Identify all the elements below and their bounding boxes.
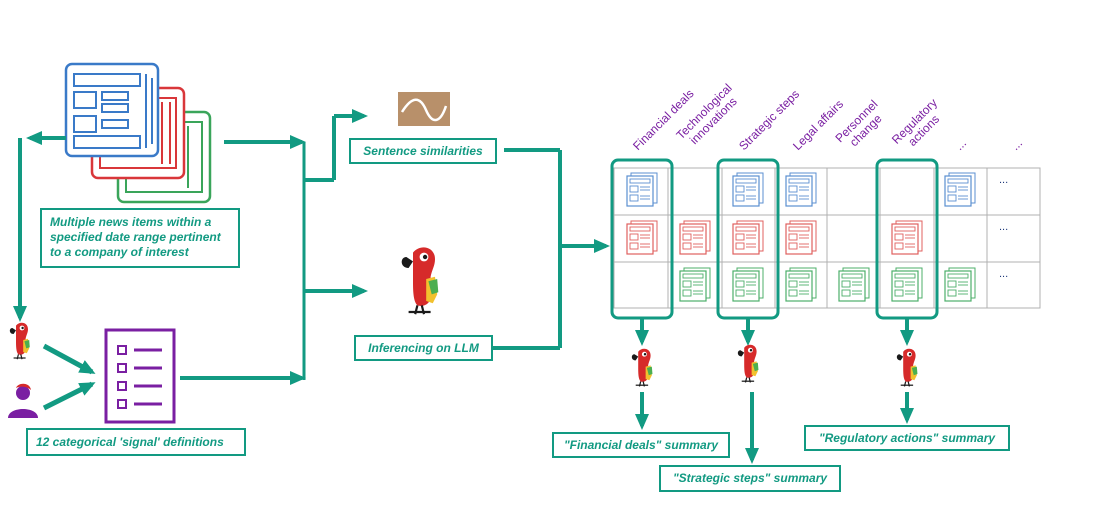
news-items-text: Multiple news items within a specified d…	[50, 215, 221, 259]
llm-inferencing-box: Inferencing on LLM	[354, 335, 493, 361]
user-icon	[8, 383, 38, 418]
llm-inferencing-text: Inferencing on LLM	[368, 341, 479, 355]
similarity-wave-icon	[398, 92, 450, 126]
summary-arrows	[635, 318, 914, 464]
strategic-summary-text: "Strategic steps" summary	[672, 471, 828, 485]
strategic-summary-box: "Strategic steps" summary	[659, 465, 841, 492]
signal-definitions-text: 12 categorical 'signal' definitions	[36, 435, 224, 449]
llm-parrot-icon	[400, 246, 440, 316]
to-matrix-arrows	[476, 148, 610, 350]
signal-matrix	[613, 167, 1041, 309]
sentence-similarities-box: Sentence similarities	[349, 138, 497, 164]
summary-parrot-icon-1	[631, 348, 654, 388]
summary-parrot-icon-2	[737, 344, 760, 384]
user-to-list-arrow	[42, 381, 96, 411]
cell-ellipsis-row2: ...	[999, 221, 1009, 233]
regulatory-summary-box: "Regulatory actions" summary	[804, 425, 1010, 451]
signal-definitions-box: 12 categorical 'signal' definitions	[26, 428, 246, 456]
cell-ellipsis-row3: ...	[999, 268, 1009, 280]
regulatory-summary-text: "Regulatory actions" summary	[818, 431, 996, 445]
news-arrows	[13, 109, 368, 385]
financial-summary-box: "Financial deals" summary	[552, 432, 730, 458]
news-items-box: Multiple news items within a specified d…	[40, 208, 240, 268]
summary-parrot-icon-3	[896, 348, 919, 388]
small-parrot-icon	[9, 322, 31, 360]
parrot-to-list-arrow	[42, 343, 96, 375]
financial-summary-text: "Financial deals" summary	[563, 438, 719, 452]
sentence-similarities-text: Sentence similarities	[363, 144, 483, 158]
cell-ellipsis-row1: ...	[999, 174, 1009, 186]
checklist-icon	[104, 328, 176, 424]
news-documents-icon	[64, 62, 212, 204]
